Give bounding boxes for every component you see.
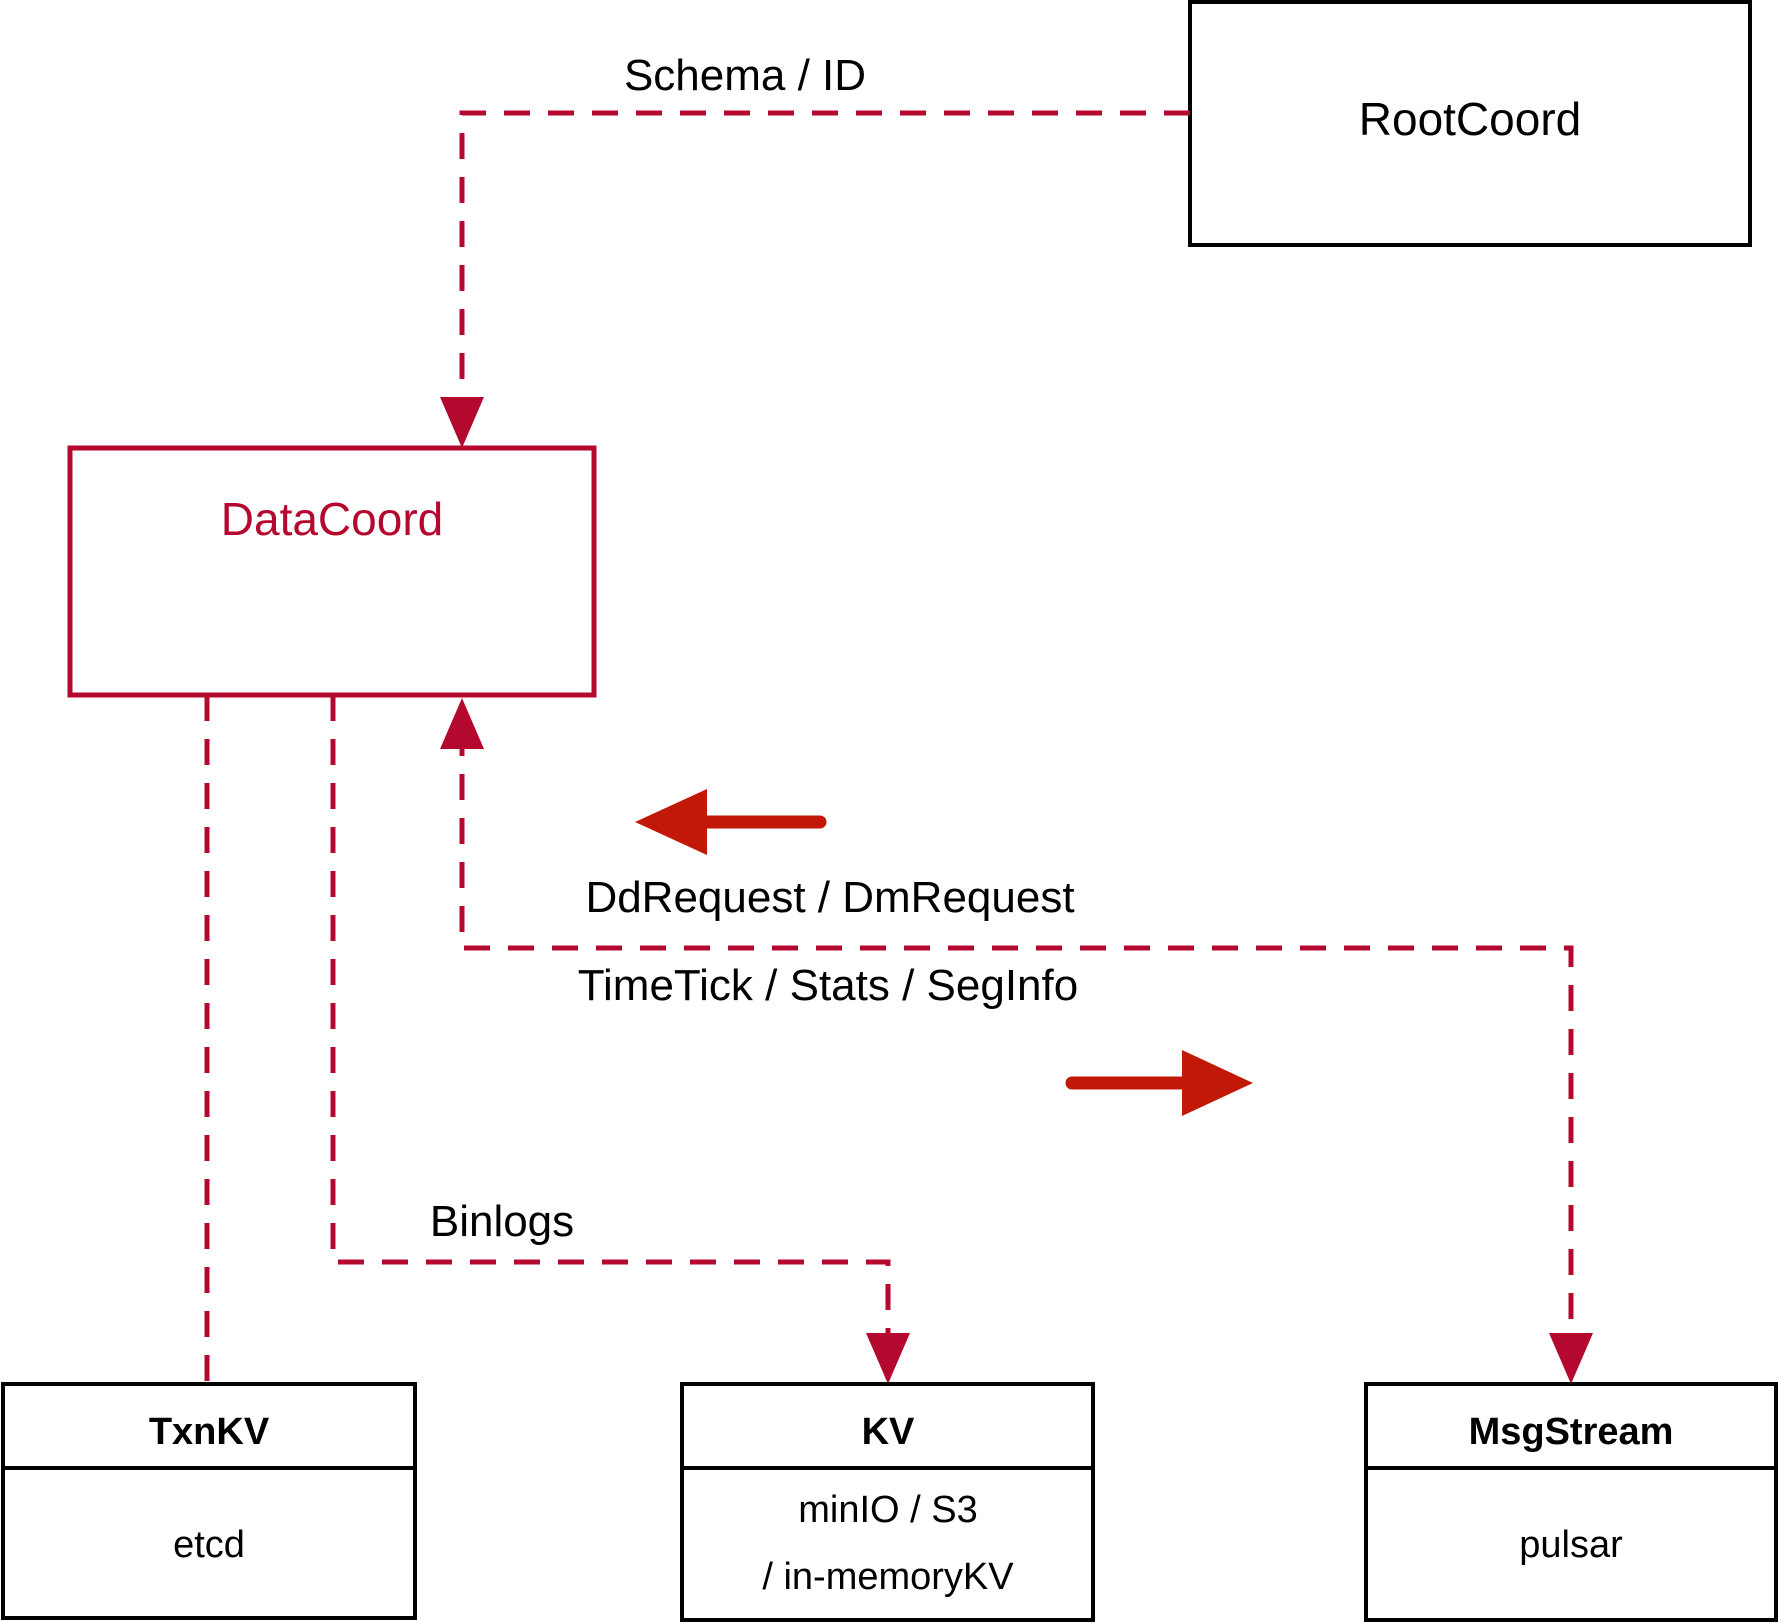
binlogs-arrowhead [866,1333,910,1384]
node-data-coord[interactable]: DataCoord [67,445,597,698]
edge-binlogs: Binlogs [330,695,910,1384]
schema-id-arrowhead [440,397,484,448]
kv-body-line1: minIO / S3 [798,1489,978,1531]
msgstream-dashed-line [459,730,1574,1350]
timetick-arrow-head [1182,1050,1253,1116]
kv-header: KV [862,1411,915,1453]
timetick-direction-arrow [1065,1050,1253,1116]
dd-request-arrowhead-up [440,698,484,749]
schema-id-dashed-line [459,110,1190,415]
binlogs-label: Binlogs [430,1197,574,1246]
dd-request-arrow-head [635,789,707,855]
root-coord-label: RootCoord [1359,93,1581,145]
dd-request-direction-arrow [635,789,827,855]
root-coord-box[interactable] [1188,0,1752,247]
kv-box[interactable] [680,1382,1095,1622]
node-msg-stream[interactable]: MsgStream pulsar [1364,1382,1778,1622]
schema-id-label: Schema / ID [624,51,866,100]
node-kv[interactable]: KV minIO / S3 / in-memoryKV [680,1382,1095,1622]
edge-schema-id: Schema / ID [440,51,1190,448]
txn-kv-header: TxnKV [149,1411,270,1453]
msgstream-arrowhead-down [1549,1333,1593,1384]
msg-stream-box[interactable] [1364,1382,1778,1622]
binlogs-dashed-line [330,695,891,1350]
txn-kv-body: etcd [173,1524,245,1566]
data-coord-label: DataCoord [221,493,443,545]
data-coord-box[interactable] [67,445,597,698]
edge-msgstream-requests: DdRequest / DmRequest TimeTick / Stats /… [440,698,1593,1384]
msg-stream-header: MsgStream [1469,1411,1674,1453]
dd-dm-request-label: DdRequest / DmRequest [585,873,1074,922]
txn-kv-box[interactable] [1,1382,417,1620]
timetick-stats-seginfo-label: TimeTick / Stats / SegInfo [578,961,1078,1010]
kv-body-line2: / in-memoryKV [762,1556,1014,1598]
msg-stream-body: pulsar [1519,1524,1623,1566]
node-txn-kv[interactable]: TxnKV etcd [1,1382,417,1620]
node-root-coord[interactable]: RootCoord [1188,0,1752,247]
